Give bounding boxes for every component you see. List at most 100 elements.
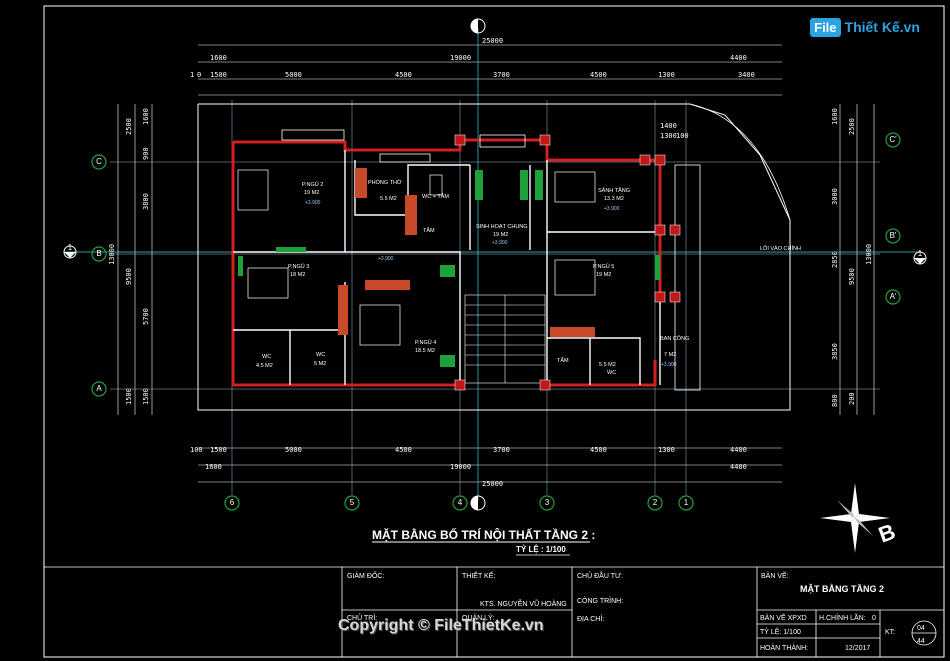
level-0: +3.900 <box>305 200 321 206</box>
dim-bot-r1-2: 5000 <box>285 446 302 454</box>
dim-left-o-1: 3800 <box>142 193 150 210</box>
north-label: B <box>875 519 898 548</box>
dim-bot-r1-5: 4500 <box>590 446 607 454</box>
axis-bubbles-right: C' B' A' <box>885 132 901 305</box>
room-tam2-name: TẮM <box>557 356 569 364</box>
dim-top-r2-4: 4500 <box>395 71 412 79</box>
axis-bottom-6: 6 <box>230 498 235 507</box>
bed-p2 <box>237 169 269 211</box>
tb-chu-tri: CHỦ TRÌ: <box>347 613 377 622</box>
room-wc1-area: 4.5 M2 <box>256 363 273 369</box>
tb-hieu-chinh: H.CHỈNH LẦN: <box>819 612 866 622</box>
bed-p4 <box>359 304 401 346</box>
tb-thiet-ke: THIẾT KẾ: <box>462 570 495 580</box>
section-marker-left: 1 <box>68 243 73 252</box>
windows-green <box>238 170 660 367</box>
room-altar-area: 5.5 M2 <box>380 196 397 202</box>
dim-top-r2-1: 0 <box>197 71 201 79</box>
sofa-lobby <box>554 171 596 203</box>
top-dimensions <box>198 44 782 96</box>
room-wc-tam-name: WC + TẮM <box>422 192 449 200</box>
dim-top-r1-1: 19000 <box>450 54 471 62</box>
right-dimensions <box>839 104 875 415</box>
dim-bot-r1-3: 4500 <box>395 446 412 454</box>
wardrobe-p4 <box>365 280 410 290</box>
wardrobe-p3 <box>338 285 348 335</box>
dim-right-2: 3000 <box>831 188 839 205</box>
axis-bubbles-bottom: 6 5 4 3 2 1 <box>224 495 694 511</box>
tb-quan-ly: QUẢN LÝ: <box>462 613 495 622</box>
room-wc1-name: WC <box>262 354 271 360</box>
tb-ban-ve-xpxd: BẢN VẼ XPXD <box>760 613 807 622</box>
dim-right-4: 9500 <box>848 268 856 285</box>
entrance-curve <box>689 103 791 221</box>
dim-left-i-2: 9500 <box>125 268 133 285</box>
axis-left-C: C <box>96 157 102 166</box>
north-arrow <box>820 483 890 553</box>
drawing-scale: TỶ LỆ : 1/100 <box>516 545 566 554</box>
bed-p5 <box>554 259 596 296</box>
section-markers: 1 1 <box>63 18 927 511</box>
room-balcony-name: BAN CÔNG <box>660 335 689 342</box>
balcony-right <box>674 164 701 391</box>
dim-top-r2-2: 1500 <box>210 71 227 79</box>
dim-bot-r1-6: 1300 <box>658 446 675 454</box>
dim-top-r2-0: 1 <box>190 71 194 79</box>
axis-right-C: C' <box>889 135 897 144</box>
room-entrance-name: LỐI VÀO CHÍNH <box>760 245 801 252</box>
tb-chu-dau-tu: CHỦ ĐẦU TƯ: <box>577 570 623 580</box>
drawing-frame <box>43 5 945 658</box>
axis-bottom-3: 3 <box>545 498 550 507</box>
tb-dia-chi: ĐỊA CHỈ: <box>577 614 604 623</box>
section-marker-right: 1 <box>918 249 923 258</box>
exterior-walls <box>231 138 662 387</box>
dim-top-r2-6: 4500 <box>590 71 607 79</box>
bottom-dimensions <box>198 447 782 483</box>
room-tam-name: TẮM <box>423 226 435 234</box>
columns <box>454 134 681 391</box>
room-wc2-area: 5 M2 <box>314 361 326 367</box>
dim-bot-r1-4: 3700 <box>493 446 510 454</box>
room-lobby-area: 13.3 M2 <box>604 196 624 202</box>
dim-right-8: 200 <box>848 392 856 405</box>
tb-hieu-chinh-val: 0 <box>872 615 876 622</box>
dim-top-r1-0: 1600 <box>210 54 227 62</box>
dim-left-o-0: 2500 <box>125 118 133 135</box>
axis-left-B: B <box>96 249 101 258</box>
room-labels: P.NGỦ 2 19 M2 PHÒNG THỜ 5.5 M2 WC + TẮM … <box>256 179 801 376</box>
dim-left-i-4: 13000 <box>108 244 116 265</box>
dim-bot-r1-0: 100 <box>190 446 203 454</box>
dim-bot-r2-2: 4400 <box>730 463 747 471</box>
axis-bottom-1: 1 <box>684 498 689 507</box>
brand-logo: File Thiết Kế.vn <box>810 14 920 40</box>
left-dimensions <box>117 104 153 415</box>
balcony-top <box>479 134 526 148</box>
window-top-left <box>281 129 345 141</box>
dim-left-i-1: 900 <box>142 147 150 160</box>
drawing-title: MẶT BẰNG BỐ TRÍ NỘI THẤT TẦNG 2 : <box>372 527 595 542</box>
staircase <box>464 294 546 384</box>
room-living-area: 19 M2 <box>493 232 508 238</box>
dim-top-r2-8: 3400 <box>738 71 755 79</box>
dim-bot-r2-1: 19000 <box>450 463 471 471</box>
wardrobe-p5 <box>550 327 595 337</box>
dim-top-r2-5: 3700 <box>493 71 510 79</box>
title-block-text: GIÁM ĐỐC: CHỦ TRÌ: THIẾT KẾ: KTS. NGUYỄN… <box>347 570 925 652</box>
level-2: +3.900 <box>604 206 620 212</box>
dim-right-0: 1600 <box>831 108 839 125</box>
dim-right-5: 13000 <box>865 244 873 265</box>
bed-p3 <box>247 267 289 299</box>
room-p4-area: 18.5 M2 <box>415 348 435 354</box>
altar-cabinet <box>355 168 367 198</box>
window-top-mid <box>379 153 431 163</box>
axis-bottom-4: 4 <box>458 498 463 507</box>
dim-bot-total: 25000 <box>482 480 503 488</box>
furniture <box>237 129 701 391</box>
dim-misc-0: 1400 <box>660 122 677 130</box>
grid-axes <box>110 100 880 495</box>
tb-sheet-num: 04 <box>917 625 925 632</box>
level-3: +3.900 <box>378 256 394 262</box>
wc-partition <box>405 195 417 235</box>
room-wc3-area: 5.5 M2 <box>599 362 616 368</box>
